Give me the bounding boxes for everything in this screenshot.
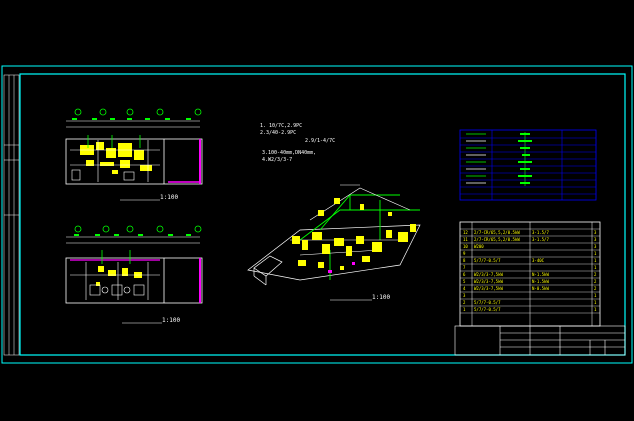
- svg-text:1: 1: [594, 258, 597, 263]
- svg-text:1: 1: [594, 265, 597, 270]
- svg-text:6: 6: [463, 272, 466, 277]
- svg-text:5/7/7-0.5/7: 5/7/7-0.5/7: [474, 300, 501, 305]
- equipment-rows: 12 2/7-CR/65,5,2/0.5kW 3-1.5/7 3 11 2/7-…: [463, 230, 597, 312]
- svg-text:N-1.5kW: N-1.5kW: [532, 272, 549, 277]
- upper-plan-scale: 1:100: [160, 194, 178, 201]
- svg-text:W2/3/3-7,5kW: W2/3/3-7,5kW: [474, 279, 503, 284]
- svg-text:3-1.5/7: 3-1.5/7: [532, 230, 549, 235]
- title-block: [454, 325, 626, 356]
- svg-text:N-0.5kW: N-0.5kW: [532, 286, 549, 291]
- svg-text:9: 9: [463, 251, 466, 256]
- svg-text:3: 3: [463, 293, 466, 298]
- svg-text:3.100-40mm,DN40mm,: 3.100-40mm,DN40mm,: [262, 150, 316, 156]
- svg-text:12: 12: [463, 230, 468, 235]
- svg-text:5: 5: [463, 279, 466, 284]
- svg-text:3: 3: [594, 244, 597, 249]
- svg-text:W2/3/3-7,5kW: W2/3/3-7,5kW: [474, 272, 503, 277]
- svg-text:8: 8: [463, 258, 466, 263]
- svg-text:2.9/1-4/7C: 2.9/1-4/7C: [305, 138, 335, 144]
- svg-text:5/7/7-0.5/7: 5/7/7-0.5/7: [474, 307, 501, 312]
- isometric-diagram: 1. 10/7C,2.9PC 2.3/40-2.9PC 3.100-40mm,D…: [247, 123, 421, 301]
- legend-table: [459, 129, 597, 201]
- binding-strip: [3, 74, 20, 356]
- lower-plan-scale: 1:100: [162, 317, 180, 324]
- drawing-frame: [1, 65, 633, 364]
- iso-equipment: [292, 198, 416, 270]
- svg-text:1: 1: [594, 307, 597, 312]
- svg-text:1: 1: [463, 307, 466, 312]
- upper-dimension-text: [72, 118, 191, 120]
- equipment-table: 12 2/7-CR/65,5,2/0.5kW 3-1.5/7 3 11 2/7-…: [459, 221, 601, 327]
- svg-text:W2/3/3-7,5kW: W2/3/3-7,5kW: [474, 286, 503, 291]
- svg-text:4.W2/3/3-7: 4.W2/3/3-7: [262, 157, 292, 163]
- svg-text:N-1.5kW: N-1.5kW: [532, 279, 549, 284]
- svg-text:3-40C: 3-40C: [532, 258, 545, 263]
- svg-text:2/7-CR/65,5,2/0.5kW: 2/7-CR/65,5,2/0.5kW: [474, 237, 520, 242]
- lower-dimension-text: [74, 234, 191, 236]
- svg-text:2: 2: [594, 286, 597, 291]
- svg-text:1. 10/7C,2.9PC: 1. 10/7C,2.9PC: [260, 123, 302, 129]
- iso-notes: 1. 10/7C,2.9PC 2.3/40-2.9PC 3.100-40mm,D…: [260, 123, 335, 163]
- svg-text:3: 3: [594, 237, 597, 242]
- svg-text:3: 3: [594, 230, 597, 235]
- upper-plan: 1:100: [65, 108, 203, 201]
- svg-text:2: 2: [463, 300, 466, 305]
- legend-symbols: [466, 133, 486, 184]
- svg-text:W200: W200: [474, 244, 484, 249]
- svg-text:10: 10: [463, 244, 468, 249]
- svg-text:2.3/40-2.9PC: 2.3/40-2.9PC: [260, 130, 296, 136]
- lower-plan: 1:100: [65, 225, 203, 324]
- svg-text:1: 1: [594, 251, 597, 256]
- svg-text:7: 7: [463, 265, 466, 270]
- svg-text:2: 2: [594, 279, 597, 284]
- svg-text:2/7-CR/65,5,2/0.5kW: 2/7-CR/65,5,2/0.5kW: [474, 230, 520, 235]
- svg-text:4: 4: [463, 286, 466, 291]
- svg-text:2: 2: [594, 272, 597, 277]
- iso-scale: 1:100: [372, 294, 390, 301]
- svg-text:11: 11: [463, 237, 468, 242]
- svg-text:1: 1: [594, 300, 597, 305]
- svg-text:5/7/7-0.5/7: 5/7/7-0.5/7: [474, 258, 501, 263]
- svg-text:3-1.5/7: 3-1.5/7: [532, 237, 549, 242]
- svg-text:1: 1: [594, 293, 597, 298]
